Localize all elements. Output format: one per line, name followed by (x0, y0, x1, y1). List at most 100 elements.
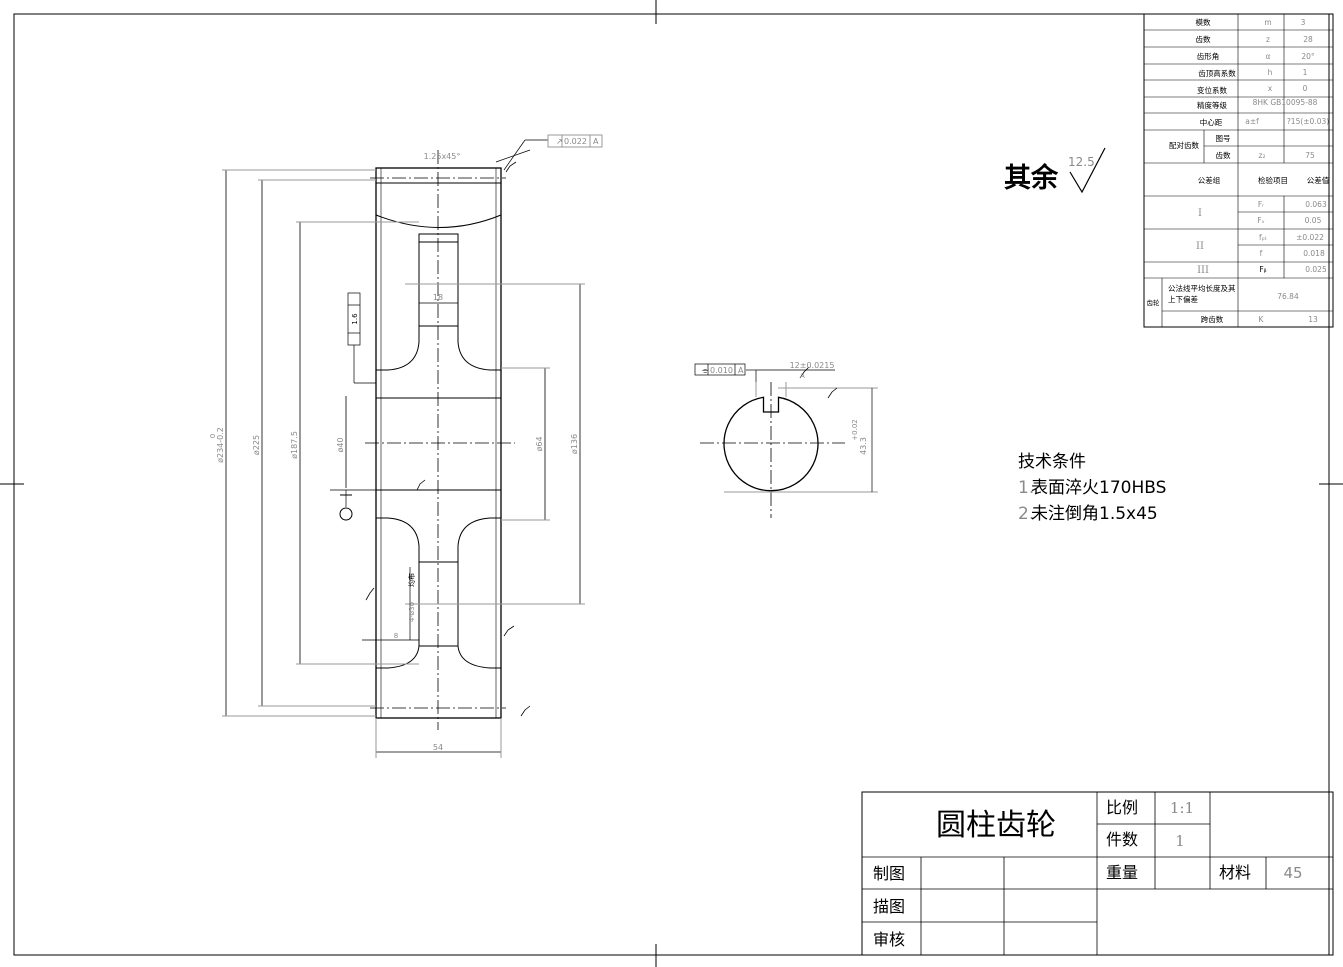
tech-item-1-num: 1. (1018, 478, 1034, 498)
span-label: 跨齿数 (1201, 314, 1224, 324)
parameter-table-text: 模数 m 3 齿数 z 28 齿形角 α 20° 齿顶高系数 h 1 变位系数 … (1147, 17, 1330, 324)
param-value: 8HK GB10095-88 (1253, 98, 1318, 107)
tol-header-value: 公差值 (1307, 175, 1330, 185)
key-width-dimension: 12±0.0215 (790, 361, 835, 370)
section-dimensions (222, 134, 603, 758)
wn-side-label: 齿轮 (1147, 298, 1161, 307)
tol-frame-datum: A (593, 137, 599, 146)
keyway-bore-outline (723, 396, 819, 492)
tol-frame-value: 0.022 (564, 137, 587, 146)
datum-circle (339, 507, 353, 521)
param-symbol: h (1268, 68, 1273, 77)
tol-value: ±0.022 (1296, 233, 1324, 242)
symmetry-tolerance-frame (694, 363, 746, 376)
pair-row-label: 齿数 (1216, 150, 1232, 160)
hub-section-lower (375, 489, 502, 563)
web-diameter-dimension: ø187.5 (290, 431, 299, 459)
param-label: 齿数 (1196, 34, 1212, 44)
symmetry-datum: A (738, 366, 744, 375)
hole-label: 4-ø30 (408, 602, 416, 622)
param-symbol: z (1266, 35, 1270, 44)
tol-value: 0.018 (1303, 249, 1325, 258)
bore-diameter-dimension: ø40 (336, 437, 345, 452)
param-value: 3 (1301, 18, 1306, 27)
wn-label: 公法线平均长度及其上下偏差 (1168, 284, 1236, 304)
gear-section-view (365, 150, 515, 730)
pair-row-label: 图号 (1216, 134, 1231, 143)
qty-value: 1 (1175, 832, 1185, 850)
tip-diameter-tolerance: 0 (209, 434, 217, 438)
tol-header-group: 公差组 (1198, 175, 1221, 185)
param-label: 齿顶高系数 (1198, 68, 1236, 78)
drawing-title: 圆柱齿轮 (936, 808, 1056, 843)
param-label: 精度等级 (1197, 100, 1227, 110)
tol-frame-symbol: ↗ (556, 137, 563, 146)
span-value: 13 (1308, 315, 1318, 324)
material-value: 45 (1283, 864, 1302, 882)
rim-section-lower (375, 645, 502, 719)
span-symbol: K (1259, 315, 1265, 324)
tol-symbol: Fᵣ (1258, 200, 1264, 209)
tol-group: II (1196, 241, 1204, 252)
roughness-value: 12.5 (1068, 155, 1095, 169)
symmetry-symbol: ⌯ (702, 366, 709, 375)
keyway-section-view (694, 363, 878, 518)
roughness-symbol (1069, 147, 1106, 194)
web-thickness-dimension: 18 (433, 293, 443, 302)
roughness-prefix: 其余 (1004, 162, 1059, 194)
hub-section-upper (375, 325, 502, 399)
traced-label: 描图 (873, 897, 905, 916)
key-depth-tolerance: +0.02 (851, 419, 859, 440)
tol-group: I (1198, 208, 1202, 219)
param-symbol: x (1268, 84, 1273, 93)
param-symbol: m (1264, 18, 1271, 27)
datum-label: A (800, 372, 805, 380)
face-tolerance-text: 1.6 (351, 313, 359, 325)
face-tolerance-frame (347, 292, 361, 346)
rim-top-inner (418, 233, 459, 243)
tol-value: 0.063 (1305, 200, 1327, 209)
rim-top (375, 182, 502, 228)
hole-note: 均布 (407, 573, 416, 587)
param-symbol: α (1266, 52, 1271, 61)
tol-header-item: 检验项目 (1258, 175, 1288, 185)
tol-symbol: f (1260, 249, 1263, 258)
param-label: 变位系数 (1197, 85, 1227, 95)
qty-label: 件数 (1106, 830, 1138, 849)
param-label: 中心距 (1200, 117, 1223, 127)
width-dimension: 54 (433, 743, 443, 752)
tol-symbol: Fᵥ (1257, 216, 1264, 225)
runout-tolerance-frame (547, 134, 603, 148)
tol-symbol: Fᵦ (1259, 265, 1266, 274)
param-value: 28 (1303, 35, 1313, 44)
title-block (861, 791, 1334, 956)
param-symbol: a±f (1245, 117, 1259, 126)
pair-row-value: 75 (1305, 151, 1315, 160)
weight-label: 重量 (1106, 863, 1138, 882)
tech-item-2-num: 2. (1018, 504, 1034, 524)
param-value: ?15(±0.03) (1287, 117, 1329, 126)
tip-diameter-dimension: ø234-0.2 (216, 427, 225, 463)
material-label: 材料 (1219, 863, 1251, 882)
hub-diameter-dimension: ø64 (535, 436, 544, 451)
param-value: 0 (1303, 84, 1308, 93)
wn-value: 76.84 (1277, 292, 1299, 301)
scale-label: 比例 (1106, 798, 1138, 817)
hub-od-dimension: ø136 (570, 434, 579, 454)
hole-offset-dimension: 8 (394, 632, 398, 640)
param-label: 齿形角 (1197, 51, 1220, 61)
scale-value: 1:1 (1170, 799, 1194, 817)
tech-heading: 技术条件 (1018, 452, 1086, 472)
tech-item-1: 表面淬火170HBS (1031, 478, 1166, 498)
tol-value: 0.05 (1305, 216, 1322, 225)
key-depth-dimension: 43.3 (859, 437, 868, 455)
drawn-label: 制图 (873, 864, 905, 883)
chamfer-dimension: 1.25x45° (424, 152, 461, 161)
tol-group: III (1197, 265, 1209, 276)
param-label: 模数 (1196, 17, 1212, 27)
pair-row-symbol: z₂ (1259, 151, 1266, 160)
tech-item-2: 未注倒角1.5x45 (1031, 504, 1158, 524)
pair-label: 配对齿数 (1169, 140, 1199, 150)
symmetry-value: 0.010 (710, 366, 733, 375)
